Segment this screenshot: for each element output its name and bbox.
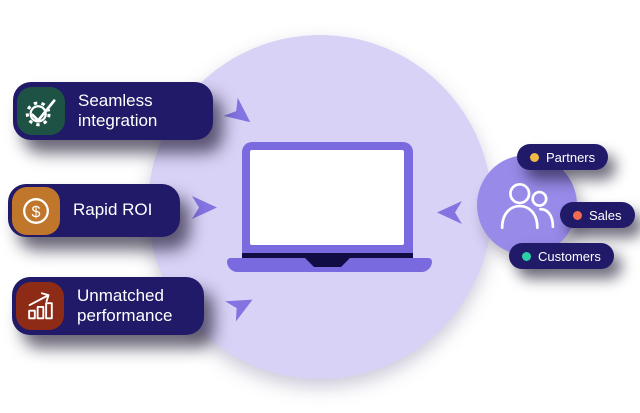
laptop-notch xyxy=(305,258,350,267)
bar-chart-arrow-icon xyxy=(16,282,64,330)
feature-unmatched-performance: Unmatched performance xyxy=(12,277,204,335)
audience-partners: Partners xyxy=(517,144,609,170)
laptop-bezel xyxy=(242,253,413,258)
audience-circle xyxy=(477,155,577,255)
arrow-icon xyxy=(225,289,258,322)
arrow-icon xyxy=(437,201,462,224)
audience-label: Partners xyxy=(546,149,596,165)
sales-dot-icon xyxy=(573,210,582,220)
laptop-screen xyxy=(250,150,404,245)
feature-label: Seamless integration xyxy=(78,90,158,130)
arrow-icon xyxy=(223,97,258,132)
audience-label: Sales xyxy=(589,207,622,223)
feature-label: Unmatched performance xyxy=(77,285,173,325)
audience-label: Customers xyxy=(538,248,601,264)
people-icon xyxy=(500,182,555,230)
dollar-icon: $ xyxy=(12,186,60,235)
laptop-icon xyxy=(242,142,413,253)
svg-text:$: $ xyxy=(32,203,41,221)
laptop-base xyxy=(227,258,432,272)
feature-seamless-integration: Seamless integration xyxy=(13,82,213,140)
feature-label: Rapid ROI xyxy=(73,200,153,220)
audience-sales: Sales xyxy=(560,202,635,228)
audience-customers: Customers xyxy=(509,243,614,269)
gear-check-icon xyxy=(17,87,65,135)
arrow-icon xyxy=(192,196,217,219)
feature-rapid-roi: $ Rapid ROI xyxy=(8,184,180,237)
customers-dot-icon xyxy=(522,251,531,261)
partners-dot-icon xyxy=(530,152,539,162)
